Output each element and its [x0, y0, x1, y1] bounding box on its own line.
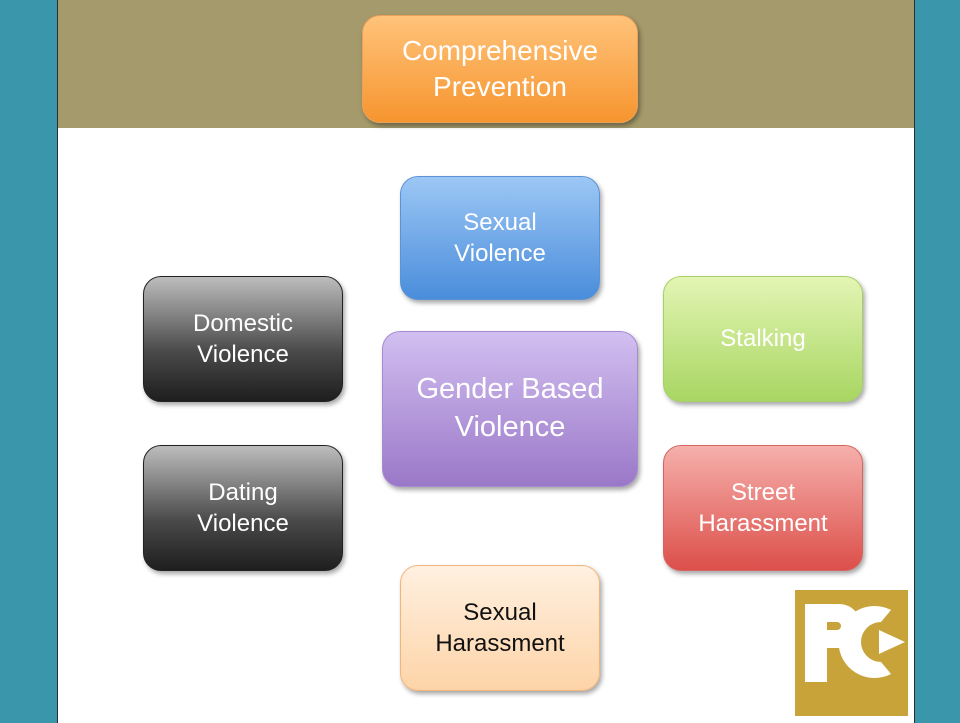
stalking-box: Stalking [663, 276, 863, 402]
sexual-harassment-box: Sexual Harassment [400, 565, 600, 691]
comprehensive-prevention-label: Comprehensive Prevention [401, 34, 599, 102]
pc-monogram-icon [805, 604, 905, 682]
sexual-violence-label: Sexual Violence [454, 208, 546, 267]
dating-violence-label: Dating Violence [197, 478, 289, 537]
preventconnect-logo [795, 590, 908, 716]
domestic-violence-box: Domestic Violence [143, 276, 343, 402]
street-harassment-label: Street Harassment [698, 478, 828, 537]
domestic-violence-label: Domestic Violence [192, 309, 294, 368]
dating-violence-box: Dating Violence [143, 445, 343, 571]
slide: Comprehensive Prevention Sexual Violence… [57, 0, 915, 723]
gender-based-violence-box: Gender Based Violence [382, 331, 638, 487]
comprehensive-prevention-box: Comprehensive Prevention [362, 15, 638, 123]
sexual-violence-box: Sexual Violence [400, 176, 600, 300]
sexual-harassment-label: Sexual Harassment [435, 598, 565, 657]
street-harassment-box: Street Harassment [663, 445, 863, 571]
stalking-label: Stalking [720, 325, 806, 353]
gender-based-violence-label: Gender Based Violence [416, 373, 604, 443]
